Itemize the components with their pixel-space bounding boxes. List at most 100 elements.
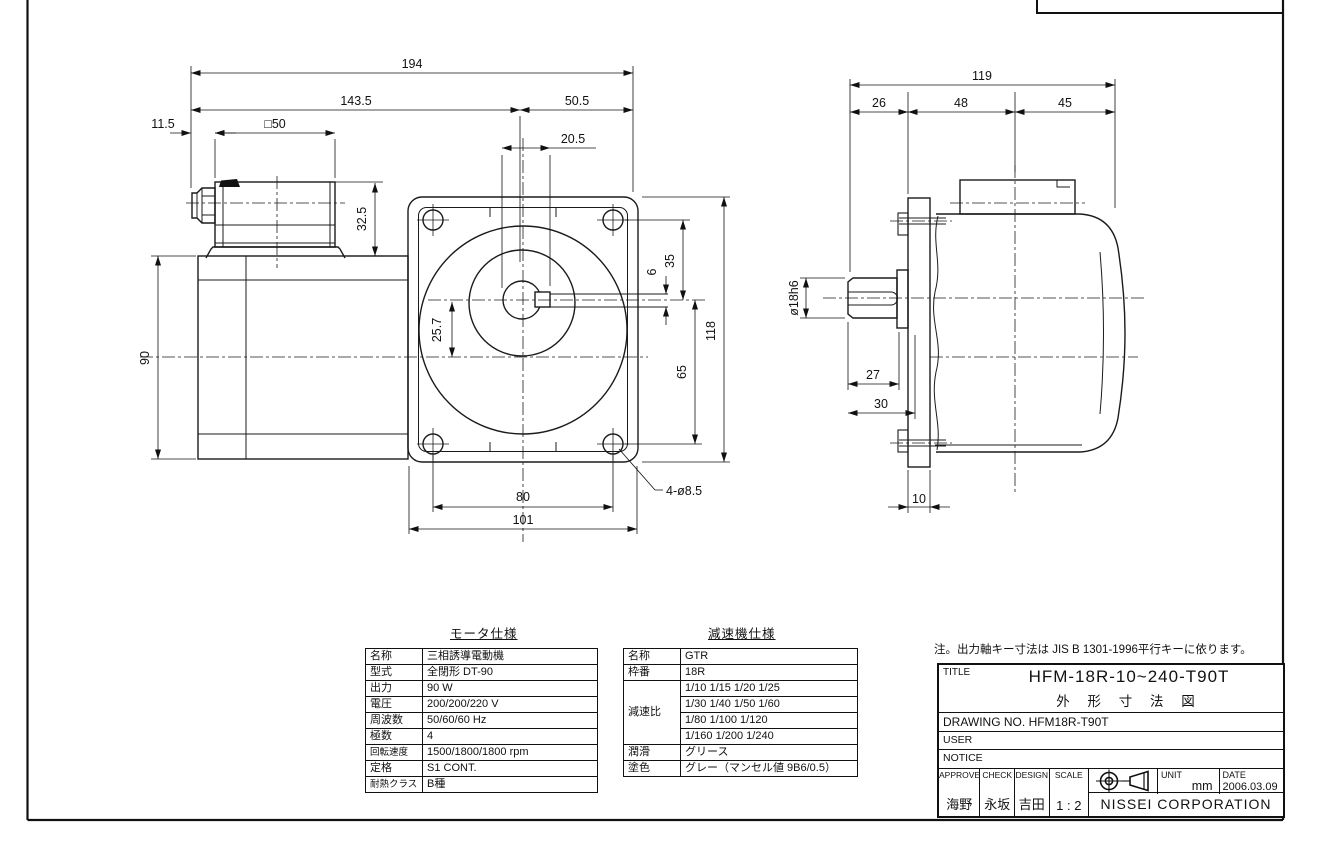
scale-value: 1 : 2: [1056, 798, 1082, 813]
gearhead-flange-front: [407, 196, 668, 463]
unit-cell: UNIT mm: [1157, 769, 1219, 794]
terminal-screw-mark: [219, 179, 240, 187]
drawing-title: HFM-18R-10~240-T90T: [1028, 667, 1230, 686]
side-dimensions: 119 26 48 45 ø18h6 27 30 10: [787, 69, 1116, 513]
front-centerlines: [140, 138, 706, 542]
table-row: 1/80 1/100 1/120: [624, 712, 858, 729]
dim-box-height: 32.5: [355, 207, 369, 231]
title-row: TITLE HFM-18R-10~240-T90T 外 形 寸 法 図: [939, 665, 1283, 712]
dim-front-upper-left: 143.5: [340, 94, 371, 108]
bolt-holes: [417, 204, 629, 460]
dim-front-upper-right: 50.5: [565, 94, 589, 108]
dim-motor-od: 90: [138, 351, 152, 365]
dim-center-offset: 25.7: [430, 318, 444, 342]
output-shaft-side: [847, 269, 909, 329]
check-label: CHECK: [982, 770, 1013, 780]
shaft-boss-circle: [468, 249, 576, 357]
motor-body: [197, 255, 409, 460]
third-angle-projection-icon: [1096, 769, 1149, 793]
side-view: [823, 165, 1145, 492]
drawing-no-label: DRAWING NO.: [943, 715, 1026, 729]
front-view: [140, 138, 706, 542]
dim-flange-height: 118: [704, 321, 718, 341]
notice-row: NOTICE: [939, 749, 1283, 768]
dim-front-total-width: 194: [402, 57, 423, 71]
signature-row: APPROVE 海野 CHECK 永坂 DESIGN 吉田 SCALE 1 : …: [939, 768, 1284, 816]
company-name: NISSEI CORPORATION: [1089, 792, 1284, 816]
drawing-no-value: HFM18R-T90T: [1028, 715, 1109, 729]
drawing-no-row: DRAWING NO. HFM18R-T90T: [939, 712, 1283, 731]
approve-label: APPROVE: [939, 770, 981, 780]
dim-gear-depth: 48: [954, 96, 968, 110]
table-row: 型式全閉形 DT-90: [365, 664, 598, 681]
projection-symbol-cell: [1089, 769, 1157, 794]
table-row: 名称三相誘導電動機: [365, 648, 598, 665]
dim-key-offset: 20.5: [561, 132, 585, 146]
sheet-frame: [26, 0, 1285, 822]
terminal-box: [191, 179, 346, 259]
date-cell: DATE 2006.03.09: [1218, 769, 1283, 794]
cable-gland-cap: [191, 187, 216, 224]
dim-shaft-length: 30: [874, 397, 888, 411]
key-slot: [848, 291, 898, 306]
design-cell: DESIGN 吉田: [1014, 769, 1049, 816]
table-row: 潤滑グリース: [623, 744, 858, 761]
dim-key-length: 27: [866, 368, 880, 382]
projection-unit-date-region: UNIT mm DATE 2006.03.09 NISSEI CORPORATI…: [1088, 769, 1284, 816]
reducer-table-title: 減速機仕様: [708, 627, 776, 641]
key-standard-note: 注。出力軸キー寸法は JIS B 1301-1996平行キーに依ります。: [934, 644, 1252, 656]
table-row: 塗色グレー（マンセル値 9B6/0.5）: [623, 760, 858, 777]
dim-side-total-depth: 119: [972, 69, 992, 83]
check-cell: CHECK 永坂: [979, 769, 1014, 816]
flange-plate-side: [897, 197, 946, 468]
keyway-square: [534, 291, 551, 308]
scale-label: SCALE: [1054, 770, 1083, 780]
dim-flange-thickness: 10: [912, 492, 926, 506]
casting-parting-line: [933, 215, 939, 451]
scale-cell: SCALE 1 : 2: [1048, 769, 1088, 816]
dim-shaft-to-bottom: 65: [675, 365, 689, 379]
unit-label: UNIT: [1161, 770, 1183, 780]
drawing-subtitle: 外 形 寸 法 図: [1056, 694, 1202, 709]
dim-key-width: 6: [645, 268, 659, 275]
notice-label: NOTICE: [943, 752, 983, 764]
user-row: USER: [939, 731, 1283, 749]
terminal-box-side: [959, 179, 1076, 215]
check-name: 永坂: [984, 797, 1011, 812]
shaft-boss-side: [896, 269, 909, 329]
dim-shaft-ext: 26: [872, 96, 886, 110]
dim-flange-width: 101: [513, 513, 534, 527]
dim-shaft-to-top: 35: [663, 254, 677, 268]
dim-front-offset-left: 11.5: [151, 117, 174, 131]
unit-value: mm: [1191, 779, 1213, 793]
dim-motor-depth: 45: [1058, 96, 1072, 110]
date-value: 2006.03.09: [1222, 781, 1278, 793]
design-label: DESIGN: [1015, 770, 1049, 780]
user-label: USER: [943, 734, 973, 746]
housing-side: [933, 213, 1126, 453]
title-block: TITLE HFM-18R-10~240-T90T 外 形 寸 法 図 DRAW…: [937, 663, 1285, 818]
date-label: DATE: [1222, 770, 1246, 780]
dim-bolt-pitch: 80: [516, 490, 530, 504]
design-name: 吉田: [1018, 797, 1045, 812]
dim-shaft-dia: ø18h6: [787, 280, 801, 315]
front-dimensions: 194 143.5 50.5 11.5 □50 32.5 90 25.7 20.…: [138, 57, 730, 534]
approve-cell: APPROVE 海野: [939, 769, 981, 816]
dim-terminal-box: □50: [264, 117, 286, 131]
approve-name: 海野: [946, 797, 973, 812]
title-label: TITLE: [943, 667, 971, 678]
side-centerlines: [823, 165, 1145, 492]
